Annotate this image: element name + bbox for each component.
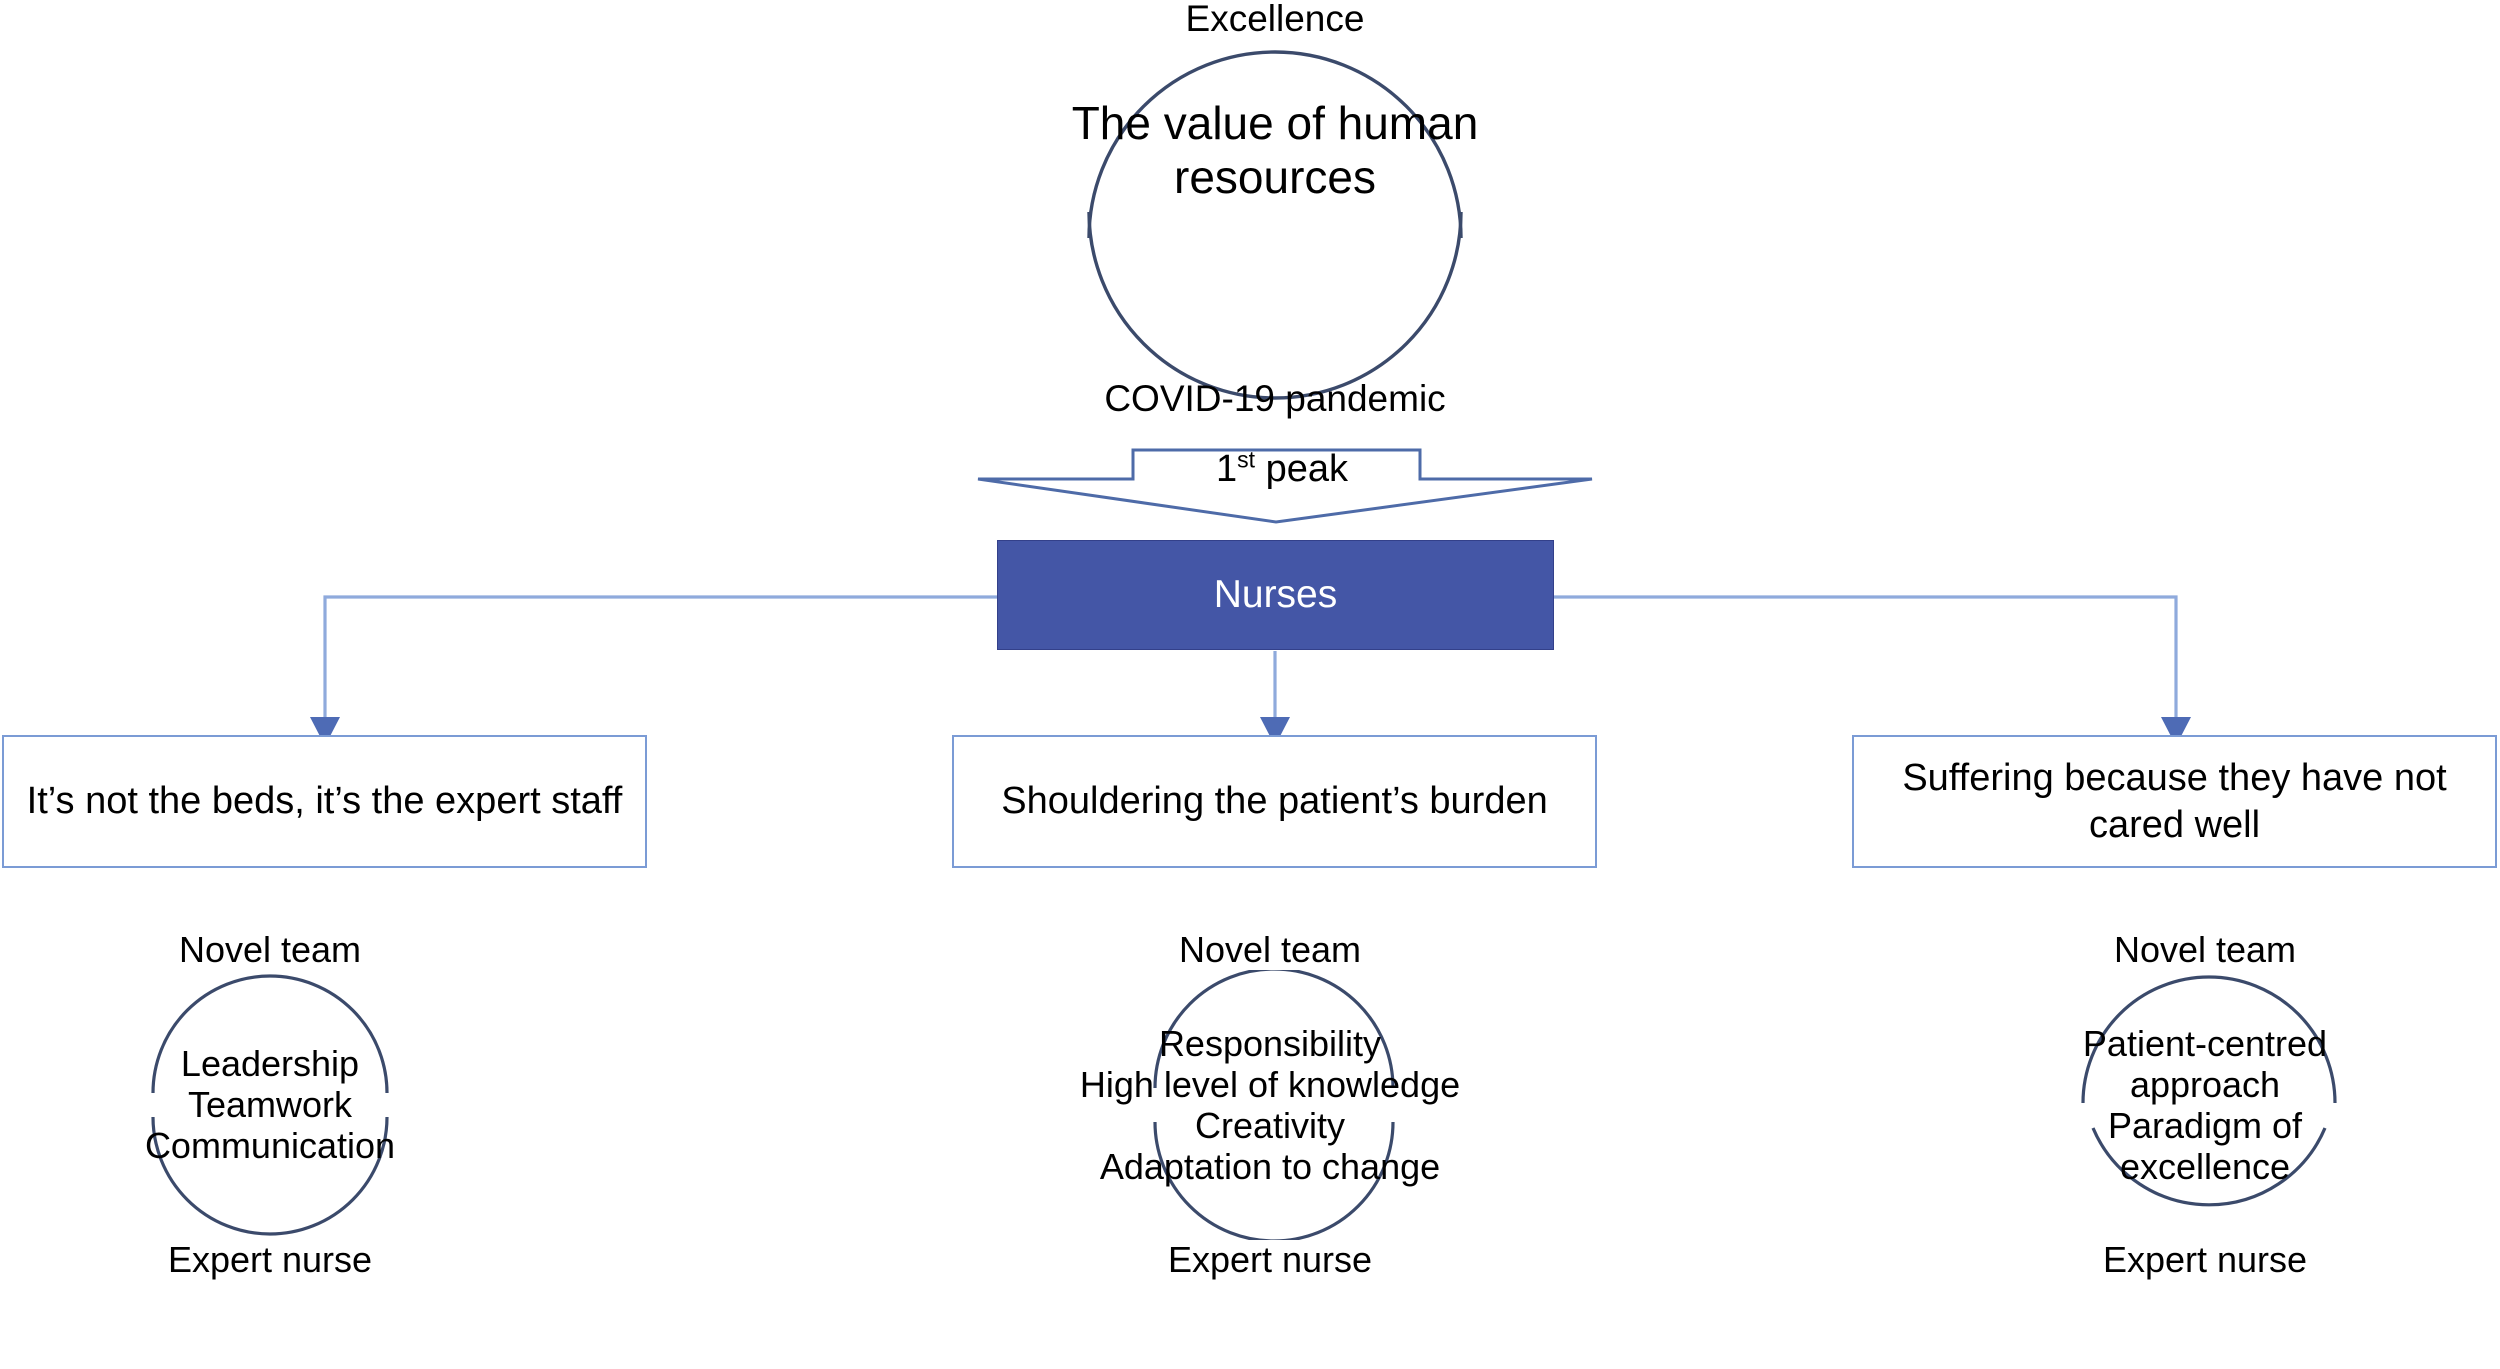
circle-group-1-ring: Leadership Teamwork Communication xyxy=(0,970,590,1240)
hub-box-label: Nurses xyxy=(1213,573,1338,616)
theme-box-expert-staff[interactable]: It’s not the beds, it’s the expert staff xyxy=(2,735,647,868)
circle-group-3-items: Patient-centred approach Paradigm of exc… xyxy=(1885,970,2500,1240)
circle-group-3-top-label: Novel team xyxy=(2113,929,2297,970)
circle-group-1-top-arc xyxy=(151,974,389,1093)
circle-group-2-item-0: Responsibility xyxy=(1158,1022,1382,1064)
circle-group-2-bottom-arc xyxy=(1153,1121,1395,1240)
circle-group-2-arcs xyxy=(1153,969,1395,1240)
circle-group-2-item-1: High level of knowledge xyxy=(1079,1063,1461,1105)
connector-left xyxy=(323,595,997,717)
circle-group-3-top-arc xyxy=(2081,975,2337,1103)
circle-group-2-top-arc xyxy=(1153,969,1395,1088)
circle-group-2-top-label: Novel team xyxy=(1178,929,1362,970)
root-circle-bottom-arc xyxy=(1087,211,1463,400)
arrow-label-number: 1 xyxy=(1216,448,1238,490)
circle-group-3-arcs xyxy=(2081,975,2337,1206)
circle-group-1-top-label: Novel team xyxy=(178,929,362,970)
circle-group-1-item-0: Leadership xyxy=(180,1043,360,1085)
circle-group-3-item-0: Patient-centred approach xyxy=(2082,1022,2328,1105)
circle-group-3-bottom-arc xyxy=(2091,1126,2327,1206)
theme-box-suffering[interactable]: Suffering because they have not cared we… xyxy=(1852,735,2497,868)
arrow-label-rest: peak xyxy=(1255,448,1348,490)
root-center-text: The value of human resources xyxy=(1071,97,1479,204)
circle-group-3-bottom-label: Expert nurse xyxy=(2102,1238,2308,1280)
connector-right xyxy=(1554,595,2178,717)
circle-group-1-item-2: Communication xyxy=(144,1125,396,1167)
circle-group-2-bottom-label: Expert nurse xyxy=(1167,1238,1373,1280)
circle-group-2-item-2: Creativity xyxy=(1194,1104,1346,1146)
circle-group-1-items: Leadership Teamwork Communication xyxy=(0,970,590,1240)
circle-group-1-bottom-label: Expert nurse xyxy=(167,1238,373,1280)
root-top-label: Excellence xyxy=(1185,0,1365,39)
hub-box-nurses[interactable]: Nurses xyxy=(997,540,1554,650)
theme-box-patients-burden[interactable]: Shouldering the patient’s burden xyxy=(952,735,1597,868)
circle-group-2-ring: Responsibility High level of knowledge C… xyxy=(950,969,1590,1240)
circle-group-1-bottom-arc xyxy=(151,1116,389,1236)
circle-group-3-item-1: Paradigm of excellence xyxy=(2107,1104,2303,1187)
arrow-label-superscript: st xyxy=(1237,446,1256,473)
circle-group-3: Novel team Patient-centred approach Para… xyxy=(1885,930,2500,1279)
root-bottom-label: COVID-19 pandemic xyxy=(1104,378,1446,419)
arrow-label: 1st peak xyxy=(1216,448,1348,491)
circle-group-2-items: Responsibility High level of knowledge C… xyxy=(950,970,1590,1240)
circle-group-2: Novel team Responsibility High level of … xyxy=(950,930,1590,1279)
circle-group-3-ring: Patient-centred approach Paradigm of exc… xyxy=(1885,970,2500,1240)
circle-group-1-item-1: Teamwork xyxy=(187,1084,353,1126)
circle-group-1: Novel team Leadership Teamwork Communica… xyxy=(0,930,590,1279)
circle-group-1-arcs xyxy=(151,974,389,1236)
circle-group-2-item-3: Adaptation to change xyxy=(1099,1145,1441,1187)
